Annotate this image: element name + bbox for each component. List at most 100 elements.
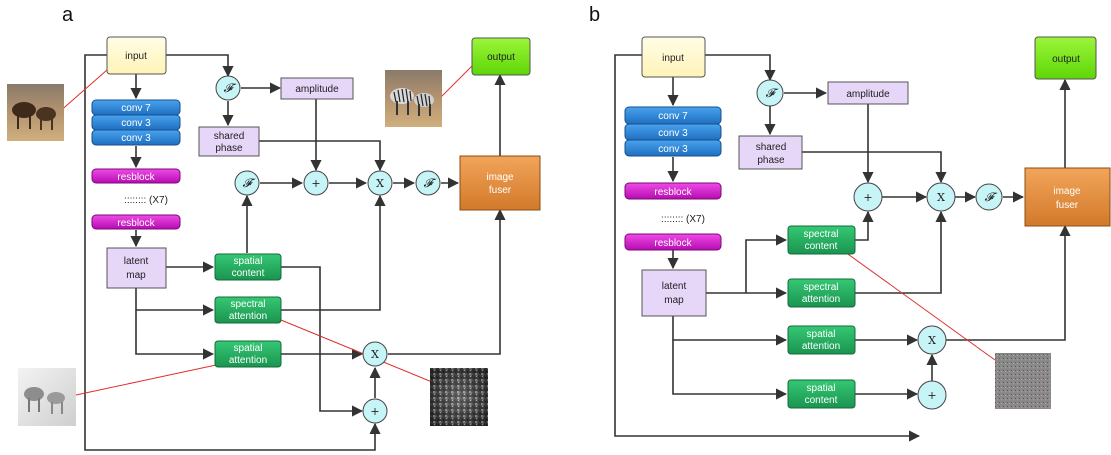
- panel-label-a: a: [62, 4, 74, 26]
- latent-map-a: latent map: [106, 247, 167, 289]
- latent-label-2: map: [664, 295, 684, 306]
- plus-op-b-top: +: [853, 182, 883, 212]
- spatial-attention-label-1: spatial: [234, 343, 263, 354]
- conv-stack-a: conv 7 conv 3 conv 3: [91, 99, 181, 146]
- times-op-b-top: X: [926, 182, 956, 212]
- repeat-label: :::::::: (X7): [661, 214, 705, 225]
- shared-phase-b: shared phase: [738, 135, 803, 170]
- plus-symbol: +: [370, 405, 379, 418]
- spectral-attention-label-2: attention: [229, 311, 267, 322]
- shared-phase-a: shared phase: [198, 126, 260, 157]
- shared-phase-label-2: phase: [757, 155, 785, 166]
- plus-symbol: +: [927, 389, 936, 402]
- input-node-b: input: [641, 36, 706, 78]
- spectral-attention-label-2: attention: [802, 294, 840, 305]
- spectral-attention-b: spectral attention: [787, 278, 856, 308]
- spatial-attention-a: spatial attention: [214, 340, 282, 368]
- conv3-label: conv 3: [658, 144, 688, 155]
- spectral-attention-label-1: spectral: [230, 299, 265, 310]
- spatial-content-b: spatial content: [787, 379, 856, 409]
- fourier-op-a-mid: 𝓕: [234, 170, 260, 196]
- spectral-attention-map-image: [430, 368, 488, 426]
- spatial-attention-map-image: [18, 368, 76, 426]
- shared-phase-label-1: shared: [756, 142, 787, 153]
- times-symbol: X: [937, 191, 945, 204]
- fourier-op-b-top: 𝓕: [756, 79, 784, 107]
- input-label: input: [662, 53, 684, 64]
- spatial-attention-label-2: attention: [802, 341, 840, 352]
- latent-label-2: map: [126, 270, 146, 281]
- resblock-label: resblock: [117, 218, 155, 229]
- fuser-label-2: fuser: [1056, 200, 1079, 211]
- panel-b-callouts: [844, 251, 996, 361]
- repeat-label: :::::::: (X7): [124, 195, 168, 206]
- panel-a-connections: [84, 54, 506, 451]
- plus-op-b-bottom: +: [917, 380, 947, 410]
- resblock-label: resblock: [654, 238, 692, 249]
- amplitude-b: amplitude: [827, 81, 909, 105]
- spatial-attention-label-2: attention: [229, 355, 267, 366]
- fourier-op-b-right: 𝓕: [975, 183, 1003, 211]
- spectral-content-map-image: [995, 353, 1051, 409]
- latent-label-1: latent: [124, 256, 149, 267]
- conv-stack-b: conv 7 conv 3 conv 3: [624, 106, 722, 157]
- plus-symbol: +: [863, 191, 872, 204]
- spatial-content-a: spatial content: [214, 253, 282, 281]
- conv7-label: conv 7: [658, 111, 688, 122]
- spatial-content-label-1: spatial: [234, 256, 263, 267]
- shared-phase-label-2: phase: [215, 143, 243, 154]
- plus-op-a-bottom: +: [362, 398, 388, 424]
- resblock-b-2: resblock: [624, 233, 722, 251]
- spatial-content-label-2: content: [232, 268, 265, 279]
- image-fuser-b: image fuser: [1024, 167, 1111, 227]
- spectral-content-b: spectral content: [787, 225, 856, 255]
- fuser-label-1: image: [1053, 186, 1081, 197]
- fourier-op-a-right: 𝓕: [415, 170, 441, 196]
- times-op-a-top: X: [367, 170, 393, 196]
- amplitude-label: amplitude: [295, 84, 339, 95]
- panel-a: a: [7, 4, 541, 451]
- resblock-b-1: resblock: [624, 182, 722, 200]
- fuser-label-1: image: [486, 172, 514, 183]
- image-fuser-a: image fuser: [459, 155, 541, 211]
- plus-symbol: +: [311, 177, 320, 190]
- panel-label-b: b: [589, 4, 600, 26]
- spatial-attention-label-1: spatial: [807, 329, 836, 340]
- spectral-content-label-1: spectral: [803, 229, 838, 240]
- amplitude-label: amplitude: [846, 89, 890, 100]
- amplitude-a: amplitude: [280, 77, 354, 100]
- latent-label-1: latent: [662, 281, 687, 292]
- times-symbol: X: [371, 348, 379, 361]
- input-label: input: [125, 51, 147, 62]
- fourier-op-a-top: 𝓕: [215, 75, 241, 101]
- input-node-a: input: [106, 36, 167, 75]
- spectral-attention-label-1: spectral: [803, 282, 838, 293]
- zebra-output-image: [385, 70, 442, 127]
- spatial-content-label-2: content: [805, 395, 838, 406]
- conv7-label: conv 7: [121, 103, 151, 114]
- times-op-b-bottom: X: [917, 325, 947, 355]
- output-label: output: [1052, 54, 1080, 65]
- plus-op-a-top: +: [303, 170, 329, 196]
- conv3-label: conv 3: [121, 133, 151, 144]
- conv3-label: conv 3: [658, 128, 688, 139]
- times-op-a-bottom: X: [362, 341, 388, 367]
- fuser-label-2: fuser: [489, 185, 512, 196]
- spatial-attention-b: spatial attention: [787, 325, 856, 355]
- resblock-a-2: resblock: [91, 214, 181, 230]
- output-node-a: output: [471, 37, 531, 76]
- times-symbol: X: [376, 177, 384, 190]
- panel-b: b: [589, 4, 1111, 442]
- horse-input-image: [7, 84, 64, 141]
- output-node-b: output: [1034, 36, 1097, 80]
- resblock-label: resblock: [117, 172, 155, 183]
- shared-phase-label-1: shared: [214, 131, 245, 142]
- resblock-label: resblock: [654, 187, 692, 198]
- resblock-a-1: resblock: [91, 168, 181, 184]
- spectral-content-label-2: content: [805, 241, 838, 252]
- latent-map-b: latent map: [641, 269, 707, 317]
- panel-b-connections: [614, 54, 1071, 442]
- output-label: output: [487, 52, 515, 63]
- conv3-label: conv 3: [121, 118, 151, 129]
